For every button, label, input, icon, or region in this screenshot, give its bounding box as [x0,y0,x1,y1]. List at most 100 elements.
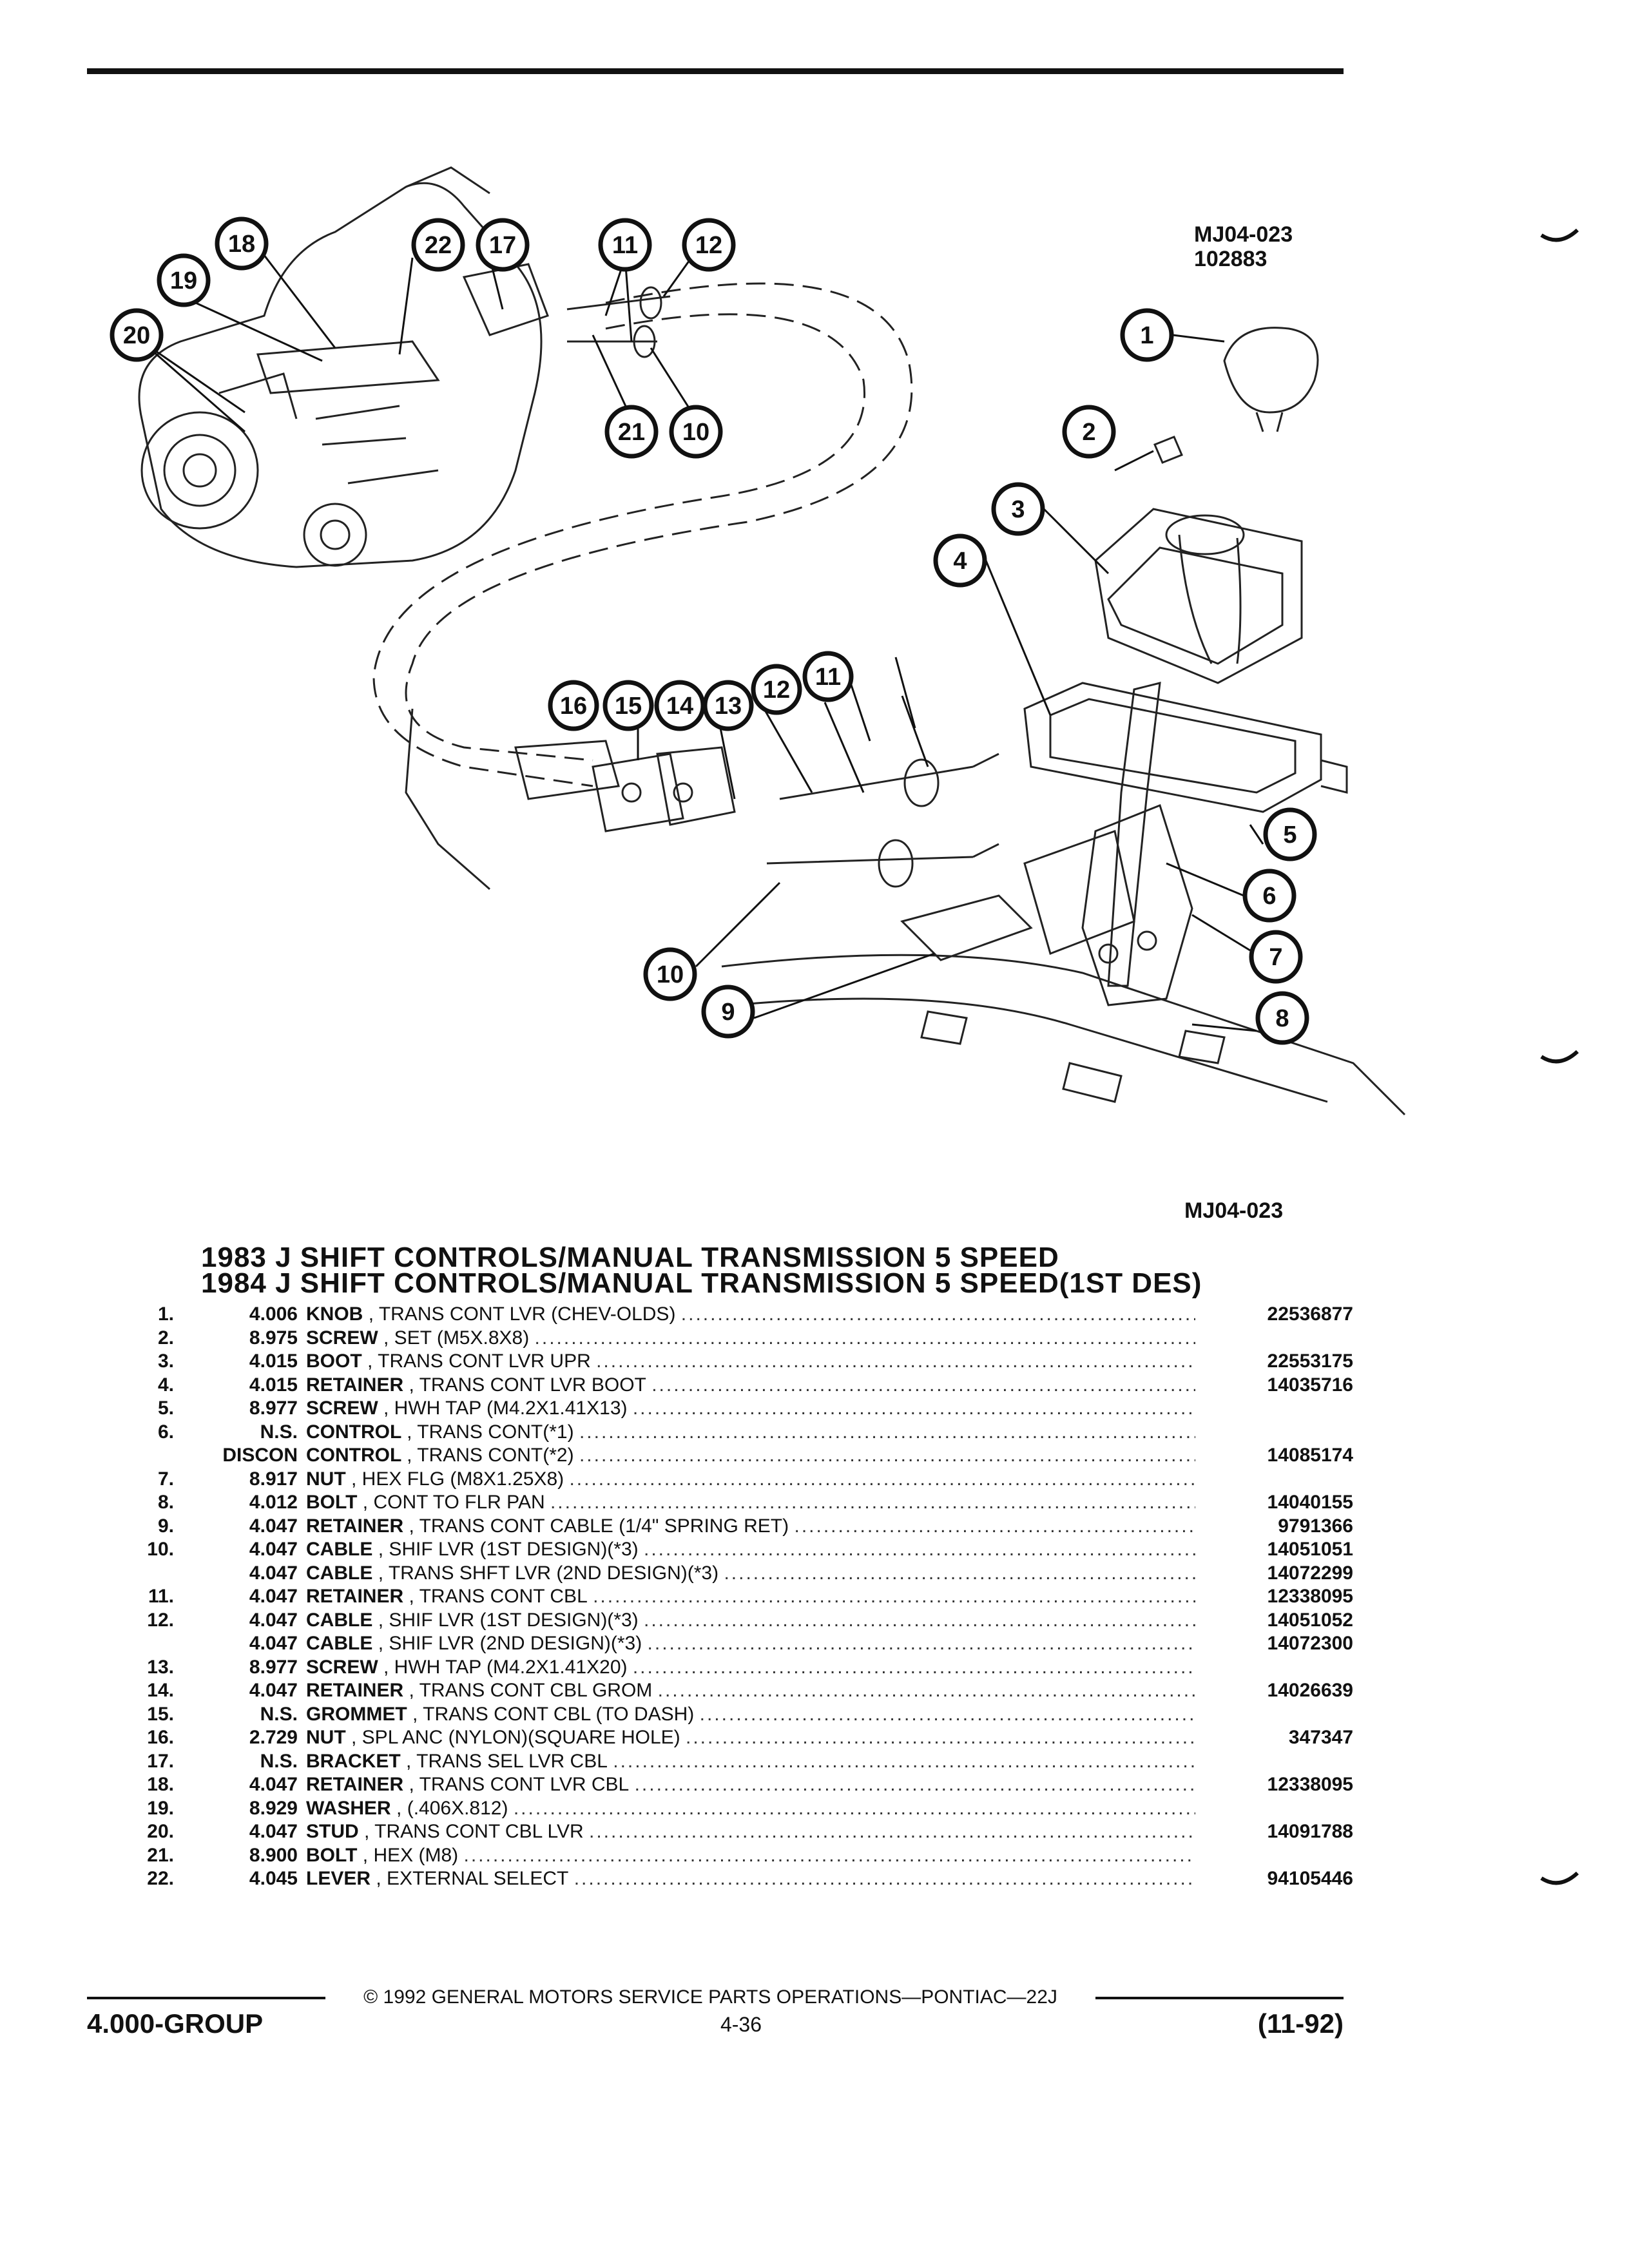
callout-22-label: 22 [425,232,452,259]
item-index: 1. [157,1303,174,1325]
part-description: RETAINER , TRANS CONT LVR BOOT .........… [306,1374,1195,1398]
revision-date: (11-92) [1257,2008,1344,2039]
part-name: BOLT [306,1844,358,1866]
item-index: 6. [157,1421,174,1443]
callout-14-label: 14 [666,693,693,720]
item-index: 17. [147,1750,174,1772]
callout-11-upper: 11 [598,218,652,272]
shift-knob-drawing [1153,327,1319,464]
callout-16: 16 [548,680,599,731]
item-index: 3. [157,1350,174,1372]
callout-21: 21 [604,405,659,459]
leader-dots: ........................................… [632,1656,1195,1678]
item-index: 11. [148,1586,174,1607]
leader-dots: ........................................… [644,1539,1195,1560]
callout-11-upper-label: 11 [612,232,638,259]
parts-row: 6.N.S.CONTROL , TRANS CONT(*1) .........… [126,1421,1353,1445]
callout-18-label: 18 [228,231,255,258]
part-name: CABLE [306,1562,373,1584]
callout-18: 18 [215,216,269,271]
page-number: 4-36 [720,2013,762,2036]
callout-4-label: 4 [953,548,967,575]
part-detail: , CONT TO FLR PAN [362,1492,545,1513]
part-name: CABLE [306,1633,373,1654]
part-name: CABLE [306,1539,373,1560]
item-index: 10. [147,1539,174,1560]
part-detail: , TRANS CONT CBL GROM [409,1680,653,1701]
part-description: CABLE , SHIF LVR (1ST DESIGN)(*3) ......… [306,1538,1195,1562]
leader-dots: ........................................… [724,1562,1195,1584]
item-index: 20. [147,1821,174,1842]
group-number: DISCON [222,1445,298,1466]
leader-dots: ........................................… [699,1703,1195,1725]
leader-dots: ........................................… [513,1797,1195,1819]
group-number: 8.977 [249,1398,298,1419]
callout-13: 13 [702,680,754,731]
part-detail: , TRANS SEL LVR CBL [406,1750,608,1772]
group-number: 8.929 [249,1797,298,1819]
callout-20: 20 [110,308,164,362]
group-number: 4.047 [249,1680,298,1701]
leader-dots: ........................................… [634,1774,1195,1795]
callout-13-label: 13 [715,693,742,720]
item-index: 12. [147,1609,174,1631]
figure-code-bottom: MJ04-023 [1184,1198,1284,1223]
leader-dots: ........................................… [589,1821,1195,1842]
part-detail: , TRANS CONT(*1) [407,1421,574,1443]
callout-7: 7 [1249,930,1303,984]
part-number: 14051052 [1267,1609,1353,1631]
part-number: 347347 [1288,1727,1353,1748]
transmission-drawing [138,166,549,568]
footer-rule-right [1095,1997,1344,1999]
callout-15: 15 [602,680,654,731]
callout-3-label: 3 [1011,496,1025,523]
shift-lever-drawing [900,682,1193,1006]
group-number: 8.977 [249,1656,298,1678]
figure-code: MJ04-023 [1194,222,1293,247]
part-name: CONTROL [306,1421,401,1443]
shift-cable-loop [405,282,913,762]
item-index: 13. [147,1656,174,1678]
leader-dots: ........................................… [686,1727,1195,1748]
part-detail: , (.406X.812) [396,1797,508,1819]
part-number: 14072299 [1267,1562,1353,1584]
leader-dots: ........................................… [550,1492,1195,1513]
item-index: 15. [147,1703,174,1725]
item-index: 19. [147,1797,174,1819]
group-number: 4.012 [249,1492,298,1513]
part-description: STUD , TRANS CONT CBL LVR ..............… [306,1820,1195,1844]
callout-8: 8 [1255,991,1309,1045]
leader-dots: ........................................… [534,1327,1195,1349]
part-number: 14091788 [1267,1821,1353,1842]
part-description: WASHER , (.406X.812) ...................… [306,1797,1195,1821]
leader-dots: ........................................… [613,1750,1195,1772]
leader-dots: ........................................… [632,1398,1195,1419]
callout-7-label: 7 [1269,944,1282,971]
leader-dots: ........................................… [647,1633,1195,1654]
part-detail: , HEX FLG (M8X1.25X8) [351,1468,564,1490]
part-name: NUT [306,1468,346,1490]
part-description: RETAINER , TRANS CONT LVR CBL ..........… [306,1773,1195,1797]
callout-9: 9 [701,985,755,1039]
part-detail: , HEX (M8) [362,1844,459,1866]
part-detail: , HWH TAP (M4.2X1.41X13) [383,1398,628,1419]
scan-mark [1540,229,1579,242]
part-description: CABLE , SHIF LVR (1ST DESIGN)(*3) ......… [306,1609,1195,1633]
part-description: CABLE , SHIF LVR (2ND DESIGN)(*3) ......… [306,1632,1195,1656]
callout-17-label: 17 [489,232,516,259]
part-description: BOOT , TRANS CONT LVR UPR ..............… [306,1350,1195,1374]
callout-2-label: 2 [1082,419,1095,446]
part-number: 14051051 [1267,1539,1353,1560]
part-name: RETAINER [306,1374,404,1396]
callout-15-label: 15 [615,693,642,720]
